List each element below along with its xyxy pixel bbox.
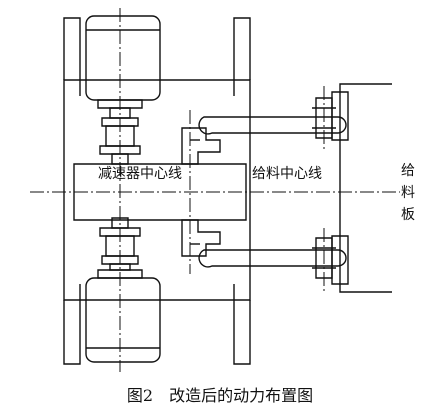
power-layout-drawing xyxy=(0,0,440,380)
lower-feeder-bearing xyxy=(312,236,348,284)
lower-connecting-rod xyxy=(199,250,346,267)
lower-motor-bracket xyxy=(64,284,250,364)
upper-motor xyxy=(86,16,160,108)
figure-caption: 图2 改造后的动力布置图 xyxy=(126,386,314,405)
lower-crank xyxy=(182,220,220,256)
lower-motor xyxy=(86,270,160,362)
feeder-centerline-label: 给料中心线 xyxy=(252,166,322,182)
feeder-plate-outline xyxy=(340,84,392,292)
upper-motor-bracket xyxy=(64,18,250,96)
upper-crank xyxy=(182,128,220,164)
reducer-centerline-label: 减速器中心线 xyxy=(98,166,182,182)
base-frame xyxy=(64,80,250,300)
upper-connecting-rod xyxy=(199,117,346,134)
feeder-plate-label: 给料板 xyxy=(401,163,415,223)
